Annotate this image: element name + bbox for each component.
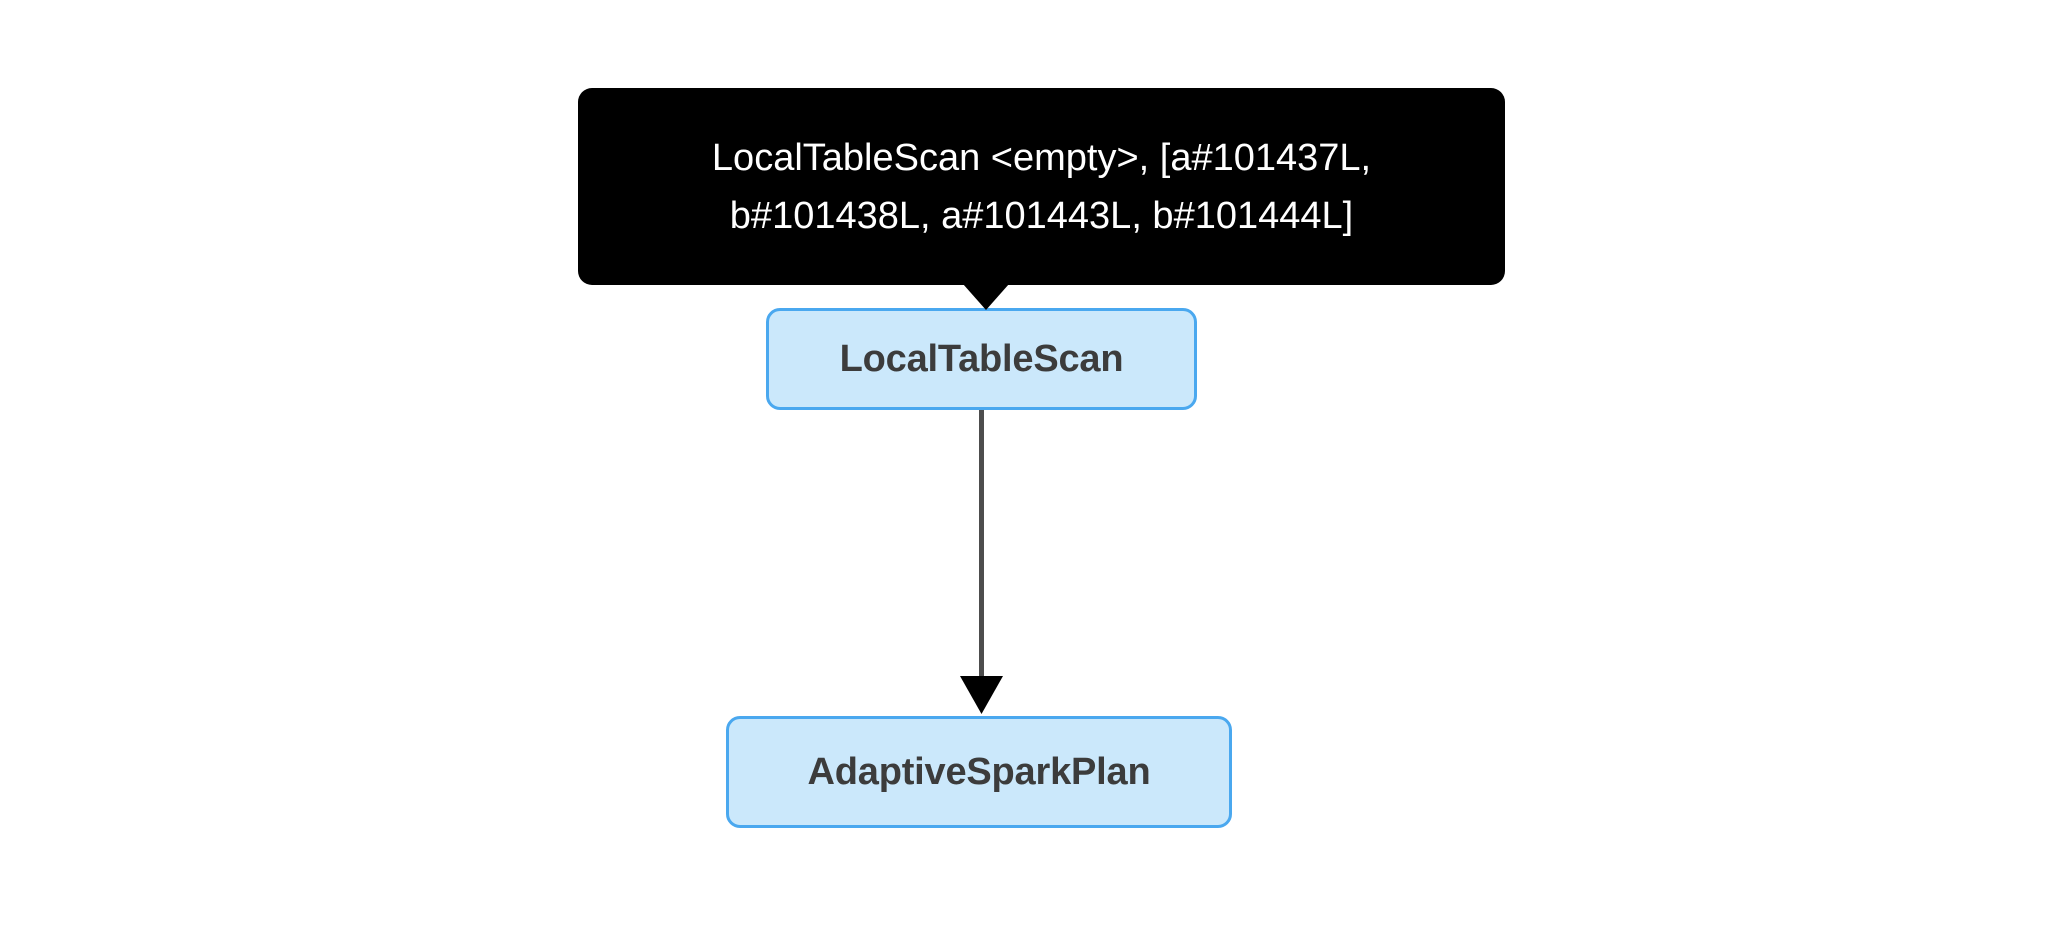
plan-node-tooltip: LocalTableScan <empty>, [a#101437L, b#10… [578,88,1505,285]
edge-arrowhead-icon [960,676,1003,714]
plan-node-label: LocalTableScan [839,337,1124,380]
plan-node-localtablescan[interactable]: LocalTableScan [766,308,1197,410]
plan-node-adaptivesparkplan[interactable]: AdaptiveSparkPlan [726,716,1232,828]
tooltip-caret-icon [963,284,1009,310]
tooltip-text: LocalTableScan <empty>, [a#101437L, b#10… [711,136,1372,237]
plan-node-label: AdaptiveSparkPlan [807,750,1151,793]
